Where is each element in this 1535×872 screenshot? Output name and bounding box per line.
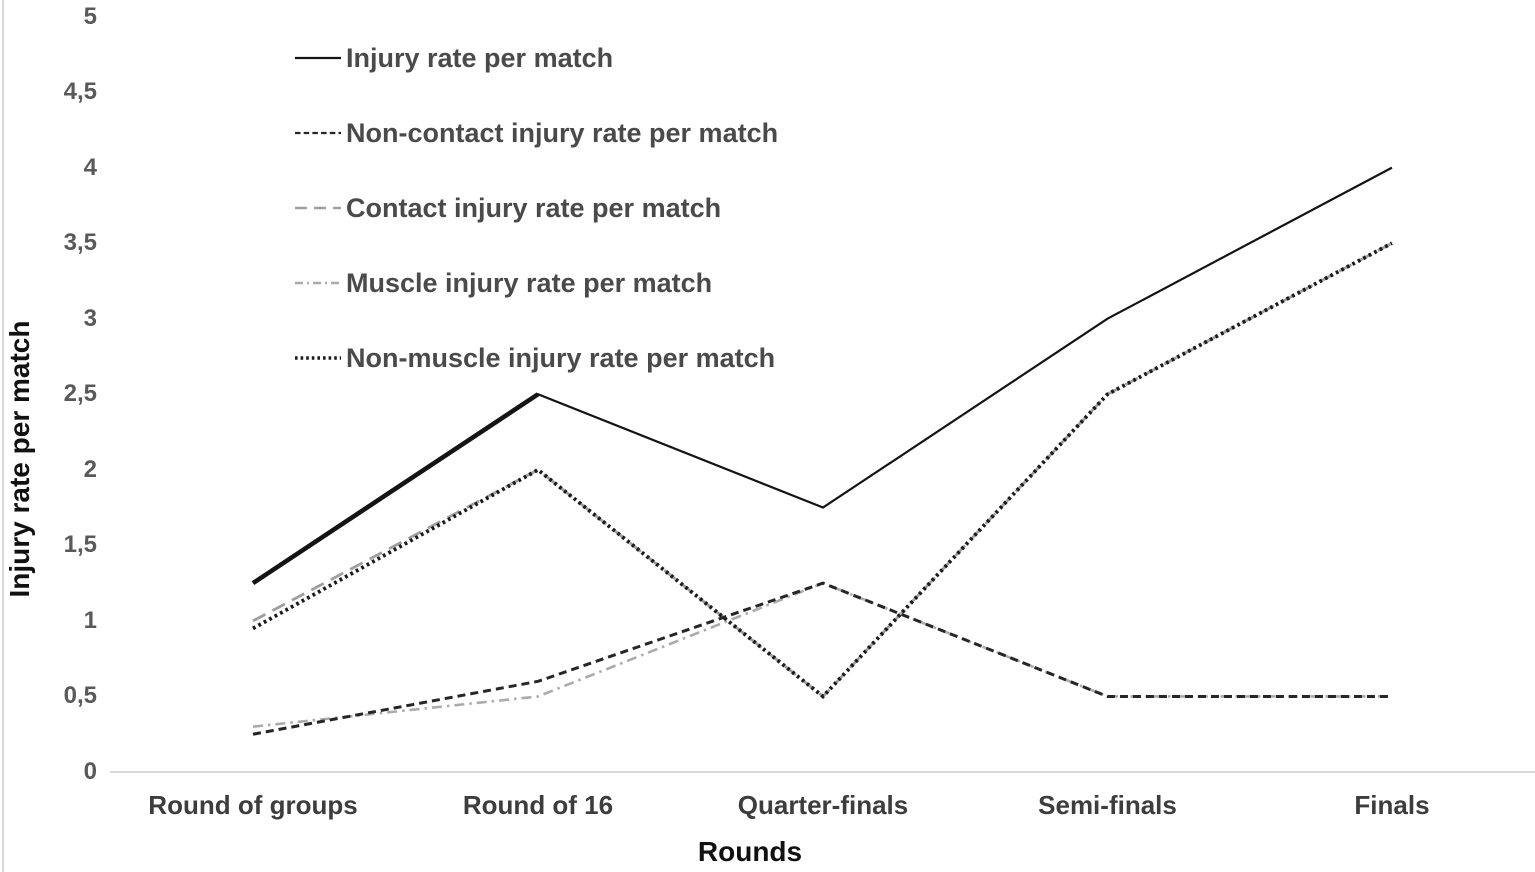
legend-label: Injury rate per match xyxy=(346,42,614,73)
y-axis-tick-label: 3 xyxy=(83,304,97,332)
y-axis-tick-label: 4,5 xyxy=(63,78,97,106)
legend-label: Non-contact injury rate per match xyxy=(346,117,779,148)
legend-item: Injury rate per match xyxy=(293,40,613,76)
y-axis-tick-label: 5 xyxy=(83,2,97,30)
y-axis-tick-label: 0 xyxy=(83,758,97,785)
series-line-emphasis-segment xyxy=(251,392,540,586)
series-line-non-contact-injury-rate-per-match xyxy=(252,581,1392,736)
legend-label: Muscle injury rate per match xyxy=(346,267,713,298)
legend-line-sample xyxy=(295,356,341,360)
y-axis-tick-label: 0,5 xyxy=(63,682,97,710)
legend-line-sample xyxy=(295,131,341,135)
x-axis-category-label: Round of 16 xyxy=(462,790,614,820)
y-axis-tick-label: 3,5 xyxy=(63,229,97,257)
x-axis-category-label: Finals xyxy=(1354,790,1430,820)
y-axis-tick-label: 4 xyxy=(83,153,97,181)
y-axis-tick-label: 1 xyxy=(83,606,97,634)
y-axis-tick-label: 2,5 xyxy=(63,380,97,408)
legend-item: Muscle injury rate per match xyxy=(293,265,712,301)
series-line-muscle-injury-rate-per-match xyxy=(252,581,1392,728)
legend-item: Non-muscle injury rate per match xyxy=(293,340,775,376)
y-axis-tick-label: 2 xyxy=(83,455,97,483)
legend-item: Non-contact injury rate per match xyxy=(293,115,778,151)
legend-label: Contact injury rate per match xyxy=(346,192,722,223)
x-axis-category-label: Round of groups xyxy=(148,790,358,820)
legend-line-sample xyxy=(295,281,341,285)
legend-line-sample xyxy=(295,206,341,210)
y-axis-title: Injury rate per match xyxy=(4,320,35,598)
legend-item: Contact injury rate per match xyxy=(293,190,721,226)
legend-line-sample xyxy=(295,56,341,60)
x-axis-category-label: Semi-finals xyxy=(1038,790,1177,820)
x-axis-category-label: Quarter-finals xyxy=(737,790,909,820)
series-line-non-muscle-injury-rate-per-match xyxy=(252,241,1393,700)
left-edge-border xyxy=(2,0,4,872)
x-axis-title: Rounds xyxy=(697,836,803,867)
legend-label: Non-muscle injury rate per match xyxy=(346,342,776,373)
y-axis-tick-label: 1,5 xyxy=(63,531,97,559)
